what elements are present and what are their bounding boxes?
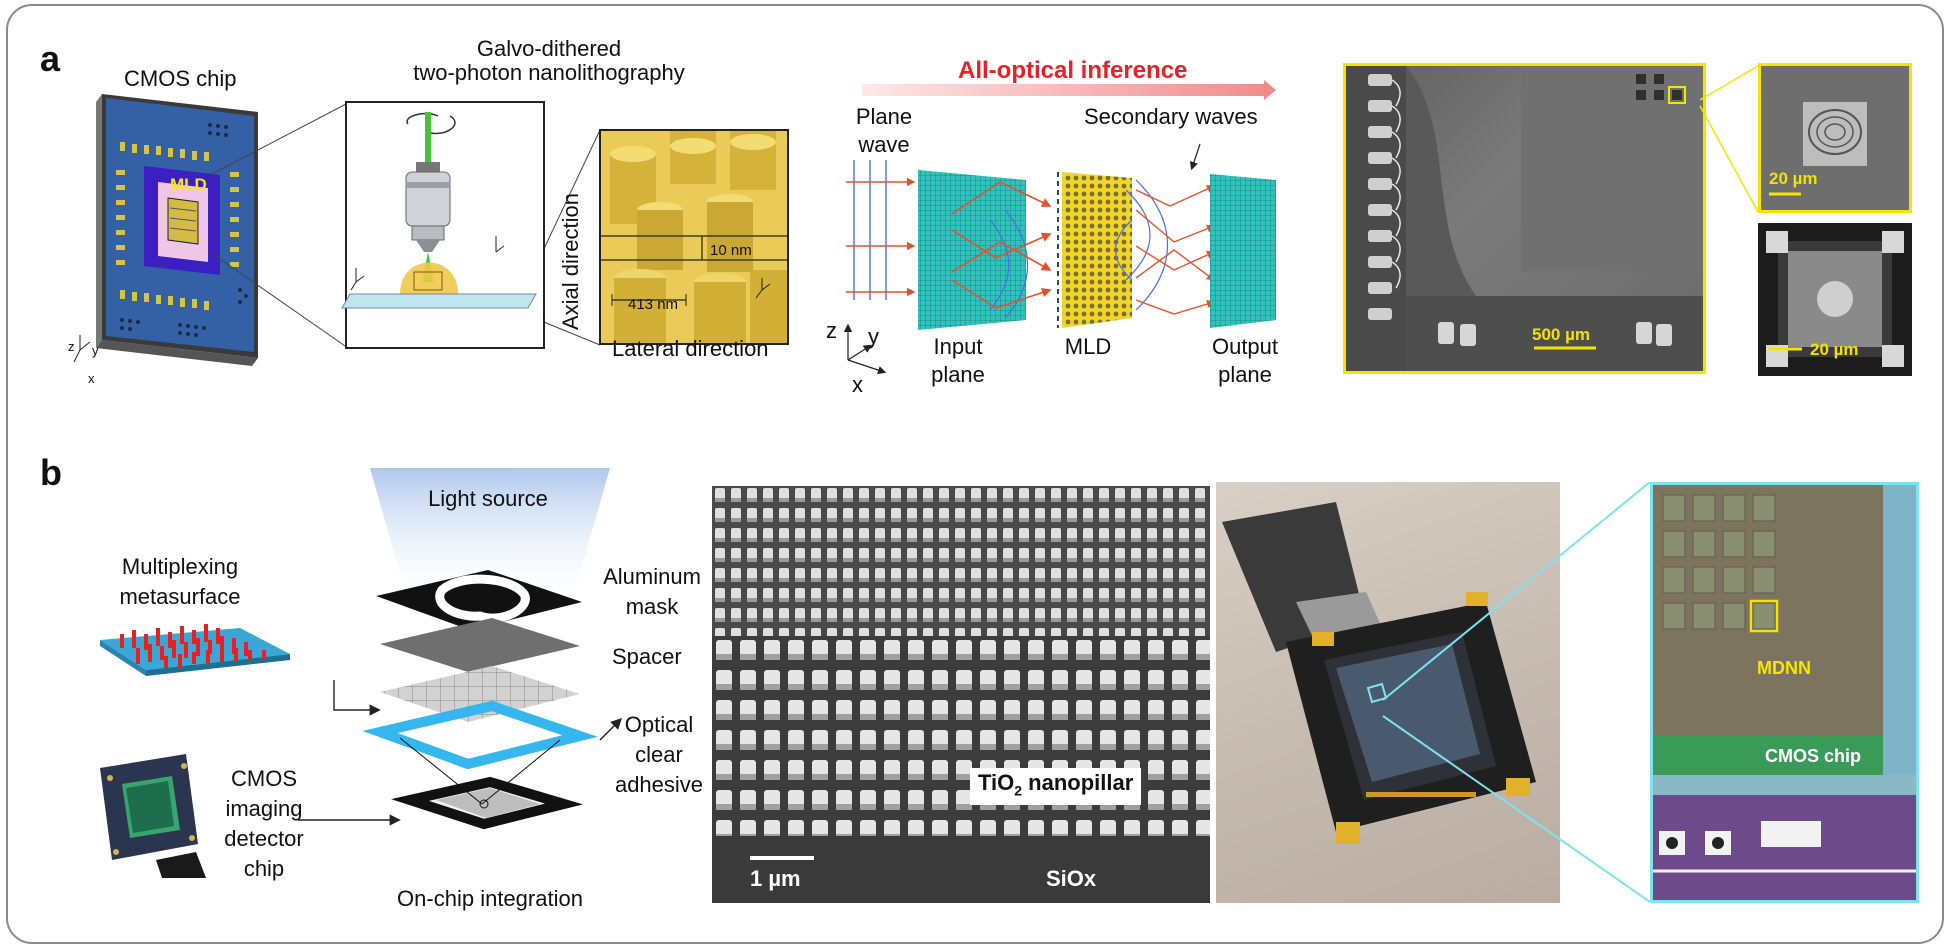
cmos-detector-label-2: imaging: [225, 796, 303, 821]
adhesive-label-2: clear: [635, 742, 683, 767]
aluminum-mask-label-2: mask: [625, 594, 679, 619]
inference-arrow: [862, 80, 1276, 100]
tio2-rest: nanopillar: [1022, 770, 1134, 795]
tio2-subscript: 2: [1014, 782, 1023, 799]
inference-axis-y: y: [868, 324, 879, 349]
inference-axis-z: z: [826, 318, 837, 343]
chip-axis-x: x: [88, 371, 95, 386]
scale-20um-a: 20 µm: [1769, 169, 1818, 188]
cmos-detector-label-1: CMOS: [231, 766, 297, 791]
chip-sem-image: 500 µm: [1343, 63, 1706, 374]
lateral-direction-label: Lateral direction: [612, 336, 769, 361]
aluminum-mask-label-1: Aluminum: [603, 564, 701, 589]
dim-horizontal-label: 413 nm: [628, 296, 679, 313]
panel-b-letter: b: [40, 452, 62, 493]
mld-label: MLD: [1064, 334, 1112, 359]
adhesive-label-1: Optical: [624, 712, 694, 737]
cmos-detector-label-3: detector: [224, 826, 304, 851]
mld-sem-image: 20 µm: [1758, 223, 1912, 376]
output-plane-line1: Output: [1211, 334, 1279, 359]
inference-axis-x: x: [852, 372, 863, 397]
optical-inference-diagram: [843, 143, 1276, 375]
cmos-chip-illustration: [73, 94, 258, 366]
layer-stack-illustration: [362, 570, 598, 830]
chip-axis-y: y: [92, 343, 99, 358]
nanopillar-closeup: [599, 129, 789, 345]
pad-sem-image: 20 µm: [1758, 63, 1912, 213]
lithography-title-2: two-photon nanolithography: [413, 60, 685, 85]
tio2-nanopillar-label: TiO2 nanopillar: [970, 768, 1142, 806]
scale-500um: 500 µm: [1532, 325, 1590, 344]
on-chip-integration-label: On-chip integration: [397, 886, 583, 911]
chip-axis-z: z: [68, 339, 75, 354]
scale-20um-b: 20 µm: [1810, 340, 1859, 359]
metasurface-label-1: Multiplexing: [121, 554, 239, 579]
light-source-label: Light source: [428, 486, 548, 511]
packaged-chip-photo: [1216, 482, 1560, 903]
figure-frame: [6, 4, 1944, 944]
mdnn-micrograph: MDNN CMOS chip: [1650, 482, 1919, 903]
cmos-chip-label: CMOS chip: [124, 66, 237, 91]
input-plane-line1: Input: [933, 334, 983, 359]
siox-label: SiOx: [1046, 866, 1097, 891]
mld-chip-label: MLD: [170, 175, 207, 194]
light-source-cone: [370, 468, 610, 608]
output-plane-line2: plane: [1218, 362, 1272, 387]
input-plane-line2: plane: [931, 362, 985, 387]
metasurface-illustration: [100, 624, 290, 676]
lithography-title-1: Galvo-dithered: [476, 36, 622, 61]
panel-a-letter: a: [40, 38, 61, 79]
inference-title: All-optical inference: [958, 57, 1188, 84]
plane-wave-line2: wave: [858, 132, 910, 157]
plane-wave-line1: Plane: [855, 104, 913, 129]
dim-vertical-label: 10 nm: [710, 242, 752, 259]
cmos-detector-photo: [100, 754, 206, 878]
cmos-detector-label-4: chip: [243, 856, 285, 881]
secondary-waves-label: Secondary waves: [1084, 104, 1258, 129]
tio2-main: TiO: [978, 770, 1015, 795]
scale-1um: 1 µm: [750, 866, 801, 891]
nanopillar-sem-image: TiO2 nanopillar 1 µm SiOx: [712, 486, 1210, 903]
spacer-label: Spacer: [612, 644, 682, 669]
cmos-chip-micrograph-label: CMOS chip: [1765, 746, 1862, 766]
adhesive-label-3: adhesive: [614, 772, 704, 797]
two-photon-lithography-illustration: [341, 101, 545, 349]
metasurface-label-2: metasurface: [119, 584, 241, 609]
mdnn-label: MDNN: [1757, 658, 1811, 678]
